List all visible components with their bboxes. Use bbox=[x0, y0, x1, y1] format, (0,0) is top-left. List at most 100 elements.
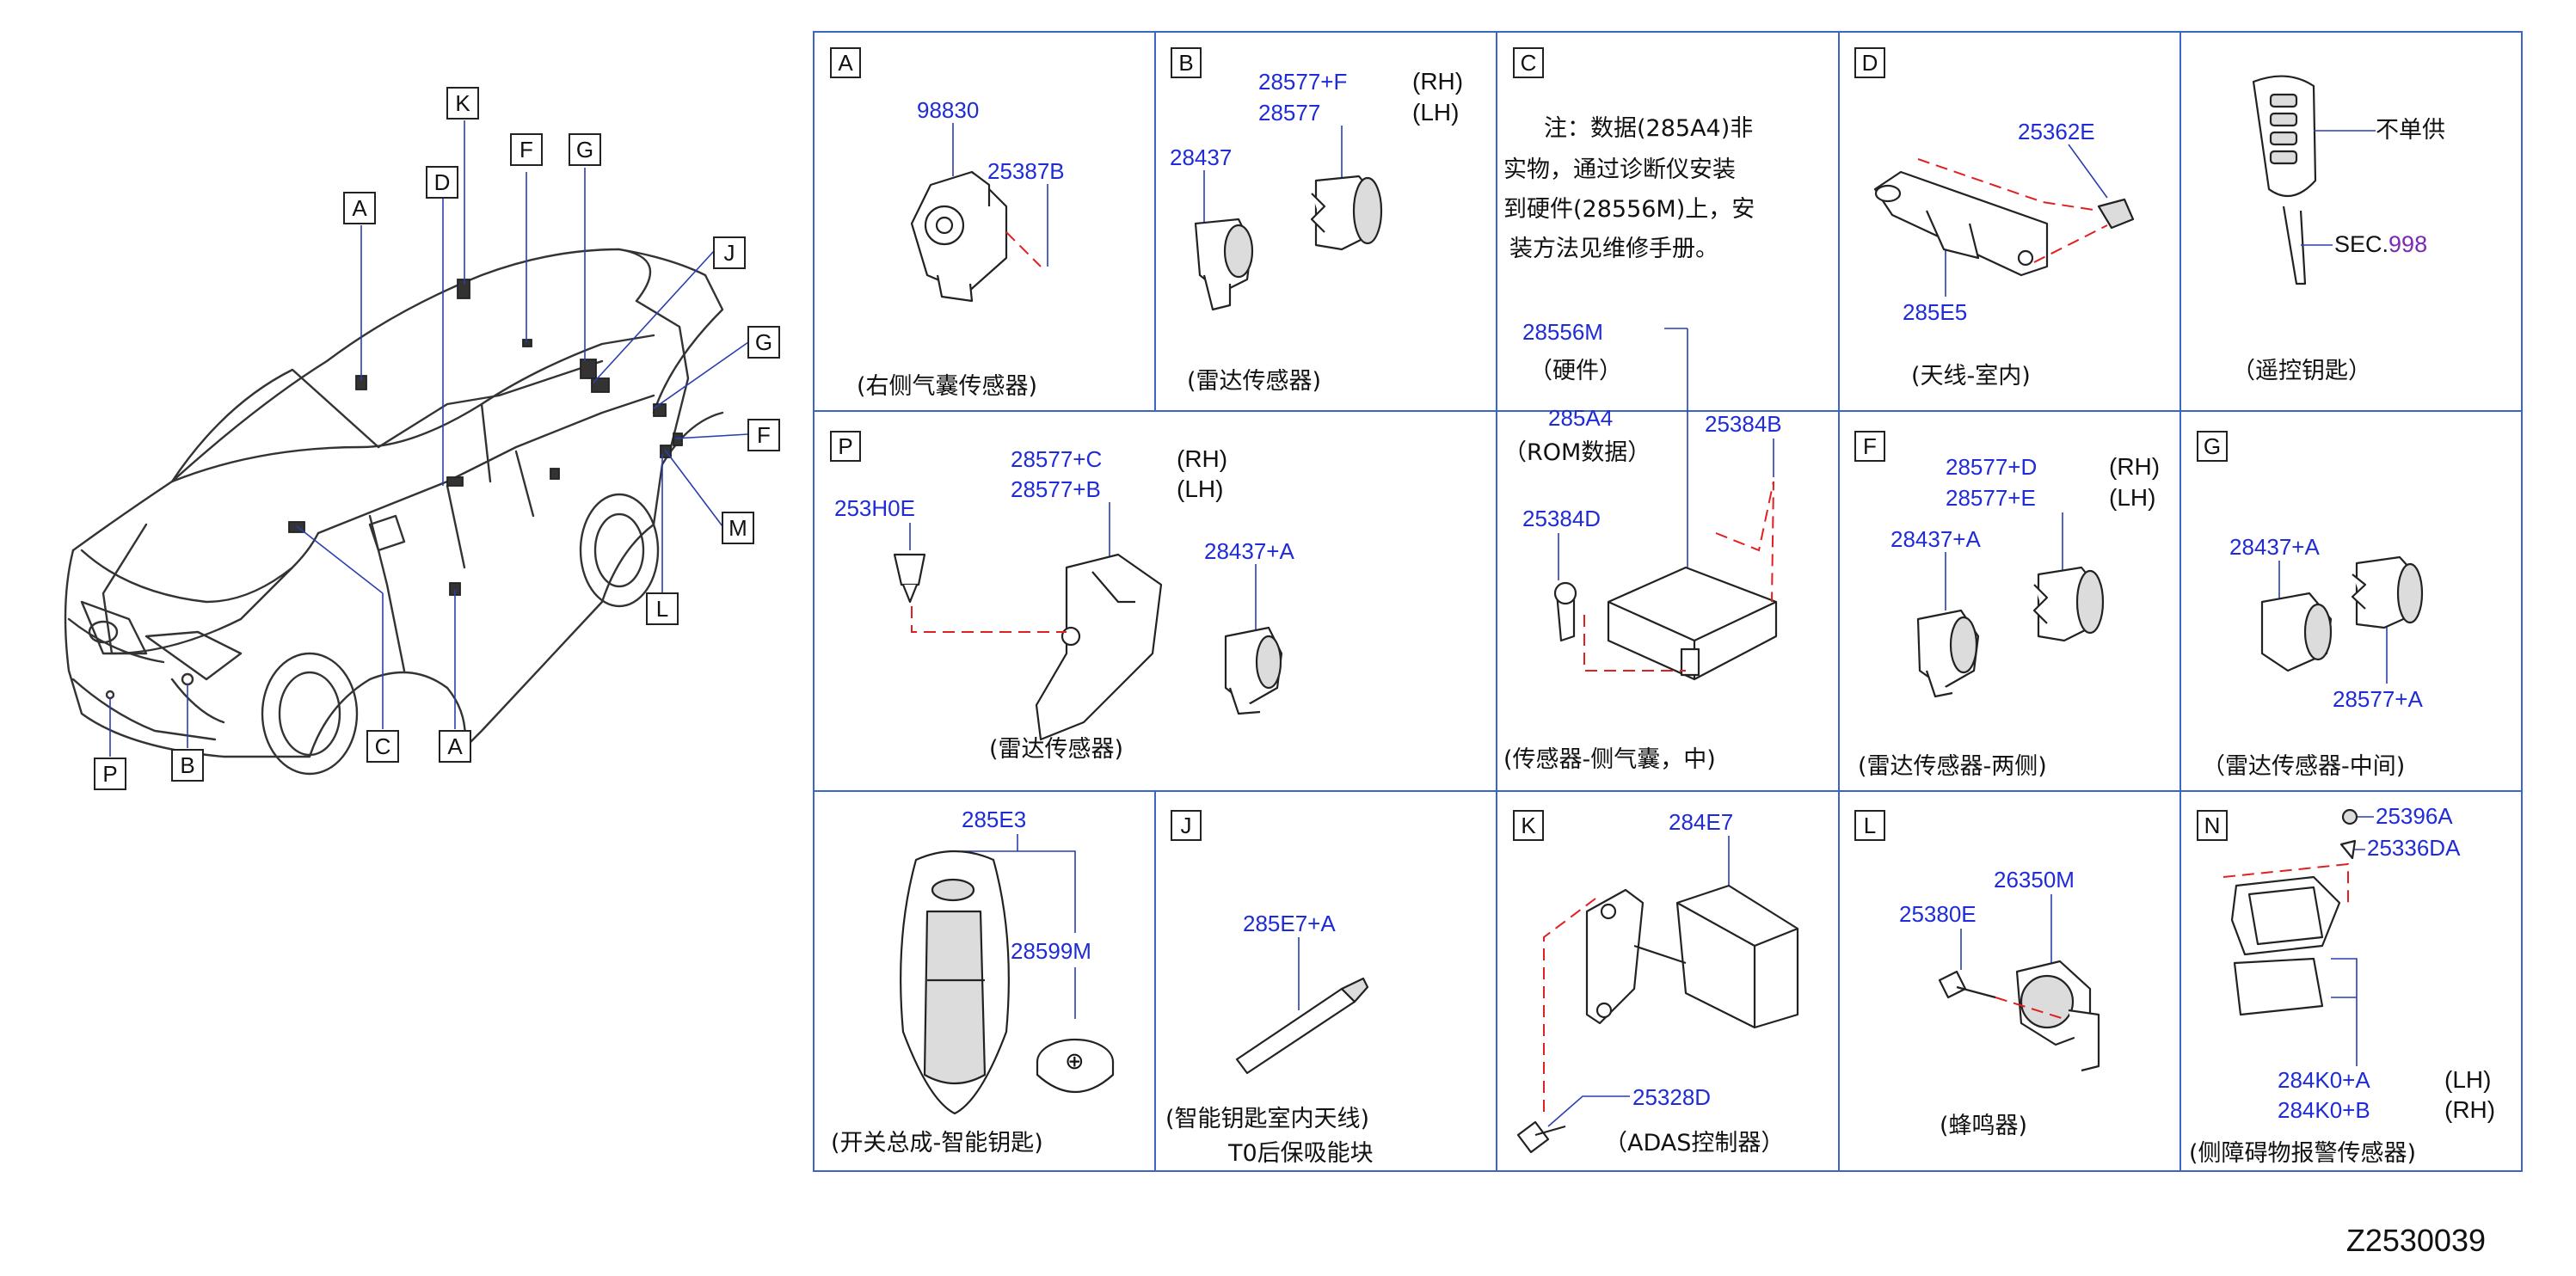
callout-c: C bbox=[366, 730, 399, 763]
svg-text:M: M bbox=[729, 515, 747, 541]
part-28577: 28577 bbox=[1258, 100, 1320, 126]
svg-text:G: G bbox=[755, 329, 772, 355]
side-rh: (RH) bbox=[1177, 445, 1227, 472]
panel-k-caption: （ADAS控制器） bbox=[1604, 1130, 1784, 1156]
panel-f: F 28577+D 28577+E (RH) (LH) 28437+A (雷达传… bbox=[1854, 431, 2160, 780]
radar-sensor-center-icon bbox=[2260, 555, 2424, 672]
part-25362e: 25362E bbox=[2018, 119, 2095, 144]
callout-g-top: G bbox=[569, 133, 601, 166]
vehicle-overview: A K D F G J G F M L C A P B bbox=[64, 87, 780, 790]
panel-j-caption-2: T0后保吸能块 bbox=[1227, 1140, 1374, 1167]
svg-text:J: J bbox=[724, 240, 735, 266]
panel-d-caption: (天线-室内) bbox=[1911, 363, 2031, 390]
panel-b: B 28577+F 28577 (RH) (LH) 28437 (雷达传感器) bbox=[1170, 47, 1463, 395]
callout-a-bottom: A bbox=[439, 730, 471, 763]
part-98830: 98830 bbox=[917, 97, 979, 123]
buzzer-icon bbox=[1938, 960, 2100, 1072]
indoor-antenna-icon bbox=[1235, 977, 1369, 1075]
part-285a4: 285A4 bbox=[1548, 405, 1613, 431]
interior-antenna-icon bbox=[1873, 170, 2135, 277]
svg-text:F: F bbox=[520, 137, 533, 163]
sec-reference: SEC.998 bbox=[2334, 231, 2427, 257]
svg-text:D: D bbox=[434, 169, 451, 195]
panel-l-caption: (蜂鸣器) bbox=[1940, 1113, 2027, 1139]
radar-sensor-icon bbox=[1194, 175, 1383, 311]
side-rh: (RH) bbox=[2109, 453, 2160, 480]
callout-j: J bbox=[713, 236, 746, 269]
panel-g-letter: G bbox=[2204, 433, 2221, 459]
panel-a-letter: A bbox=[838, 50, 853, 76]
panel-smart-key-caption: (开关总成-智能钥匙) bbox=[831, 1130, 1043, 1156]
side-lh: (LH) bbox=[1177, 475, 1223, 502]
panel-b-caption: (雷达传感器) bbox=[1187, 368, 1321, 395]
panel-p: P 28577+C 28577+B (RH) (LH) 253H0E 28437… bbox=[830, 431, 1294, 763]
side-lh: (LH) bbox=[2444, 1066, 2491, 1093]
side-lh: (LH) bbox=[2109, 484, 2155, 511]
remote-key-icon bbox=[2252, 75, 2317, 285]
part-25328d: 25328D bbox=[1632, 1084, 1711, 1110]
part-28577-e: 28577+E bbox=[1946, 485, 2036, 511]
part-253h0e: 253H0E bbox=[834, 495, 915, 521]
svg-text:A: A bbox=[352, 195, 367, 221]
panel-l-letter: L bbox=[1864, 813, 1876, 838]
panel-c-caption: (传感器-侧气囊，中) bbox=[1503, 746, 1716, 773]
panel-k: K 284E7 25328D （ADAS控制器） bbox=[1513, 809, 1799, 1156]
panel-n-letter: N bbox=[2204, 813, 2221, 838]
panel-n-caption: (侧障碍物报警传感器) bbox=[2189, 1140, 2416, 1167]
part-28577-d: 28577+D bbox=[1946, 454, 2037, 480]
not-sold-separately-note: 不单供 bbox=[2376, 117, 2445, 144]
svg-text:C: C bbox=[375, 733, 391, 759]
part-285e5: 285E5 bbox=[1903, 299, 1967, 325]
panel-j-caption-1: (智能钥匙室内天线) bbox=[1165, 1106, 1369, 1132]
panel-remote-key: 不单供 SEC.998 （遥控钥匙） bbox=[2232, 75, 2445, 384]
radar-bracket-icon bbox=[893, 553, 1283, 741]
panel-p-caption: (雷达传感器) bbox=[989, 736, 1123, 763]
callout-k: K bbox=[446, 87, 479, 120]
panel-f-caption: (雷达传感器-两侧) bbox=[1858, 753, 2047, 780]
svg-text:⊕: ⊕ bbox=[1065, 1048, 1085, 1075]
panel-d-letter: D bbox=[1862, 50, 1878, 76]
callout-d: D bbox=[426, 166, 458, 199]
part-28599m: 28599M bbox=[1011, 938, 1091, 964]
panel-l: L 26350M 25380E (蜂鸣器) bbox=[1854, 810, 2100, 1139]
panel-g-caption: （雷达传感器-中间) bbox=[2202, 753, 2405, 780]
part-25384d: 25384D bbox=[1522, 506, 1601, 531]
part-26350m: 26350M bbox=[1994, 867, 2075, 893]
drawing-code: Z2530039 bbox=[2346, 1223, 2486, 1258]
part-28577-b: 28577+B bbox=[1011, 476, 1101, 502]
panel-remote-key-caption: （遥控钥匙） bbox=[2232, 358, 2371, 384]
part-25380e: 25380E bbox=[1899, 901, 1977, 927]
svg-text:G: G bbox=[576, 137, 593, 163]
callout-m: M bbox=[722, 512, 754, 544]
panel-k-letter: K bbox=[1521, 813, 1536, 838]
radar-sensor-side-icon bbox=[1916, 566, 2105, 698]
side-obstacle-sensor-icon bbox=[2230, 808, 2358, 1016]
callout-f-top: F bbox=[510, 133, 543, 166]
panel-g: G 28437+A 28577+A （雷达传感器-中间) bbox=[2197, 431, 2424, 780]
note-line-4: 装方法见维修手册。 bbox=[1509, 236, 1718, 262]
panel-smart-key: 285E3 28599M ⊕ (开关总成-智能钥匙) bbox=[831, 807, 1115, 1156]
part-284e7: 284E7 bbox=[1669, 809, 1733, 835]
panel-c: C 注：数据(285A4)非 实物，通过诊断仪安装 到硬件(28556M)上，安… bbox=[1503, 47, 1782, 773]
part-28577-c: 28577+C bbox=[1011, 446, 1102, 472]
panel-j-letter: J bbox=[1181, 813, 1192, 838]
coin-battery-icon: ⊕ bbox=[1036, 1038, 1115, 1093]
part-28577-a: 28577+A bbox=[2333, 686, 2423, 712]
panel-n: N 25396A 25336DA 284K0+A 284K0+B (LH) (R… bbox=[2189, 803, 2495, 1167]
svg-text:F: F bbox=[757, 422, 771, 448]
svg-text:L: L bbox=[656, 596, 668, 622]
side-rh: (RH) bbox=[2444, 1096, 2495, 1123]
part-28437-a: 28437+A bbox=[1891, 526, 1981, 552]
callout-f-right: F bbox=[747, 419, 780, 451]
part-25396a: 25396A bbox=[2376, 803, 2453, 829]
panel-d: D 25362E 285E5 (天线-室内) bbox=[1854, 47, 2135, 390]
side-rh: (RH) bbox=[1412, 68, 1463, 95]
svg-text:A: A bbox=[447, 733, 463, 759]
part-284k0-b: 284K0+B bbox=[2278, 1097, 2370, 1123]
part-28437-a: 28437+A bbox=[2229, 534, 2320, 560]
part-28437-a: 28437+A bbox=[1204, 538, 1294, 564]
note-line-2: 实物，通过诊断仪安装 bbox=[1503, 156, 1736, 183]
part-284k0-a: 284K0+A bbox=[2278, 1067, 2370, 1093]
part-25387b: 25387B bbox=[987, 158, 1065, 184]
